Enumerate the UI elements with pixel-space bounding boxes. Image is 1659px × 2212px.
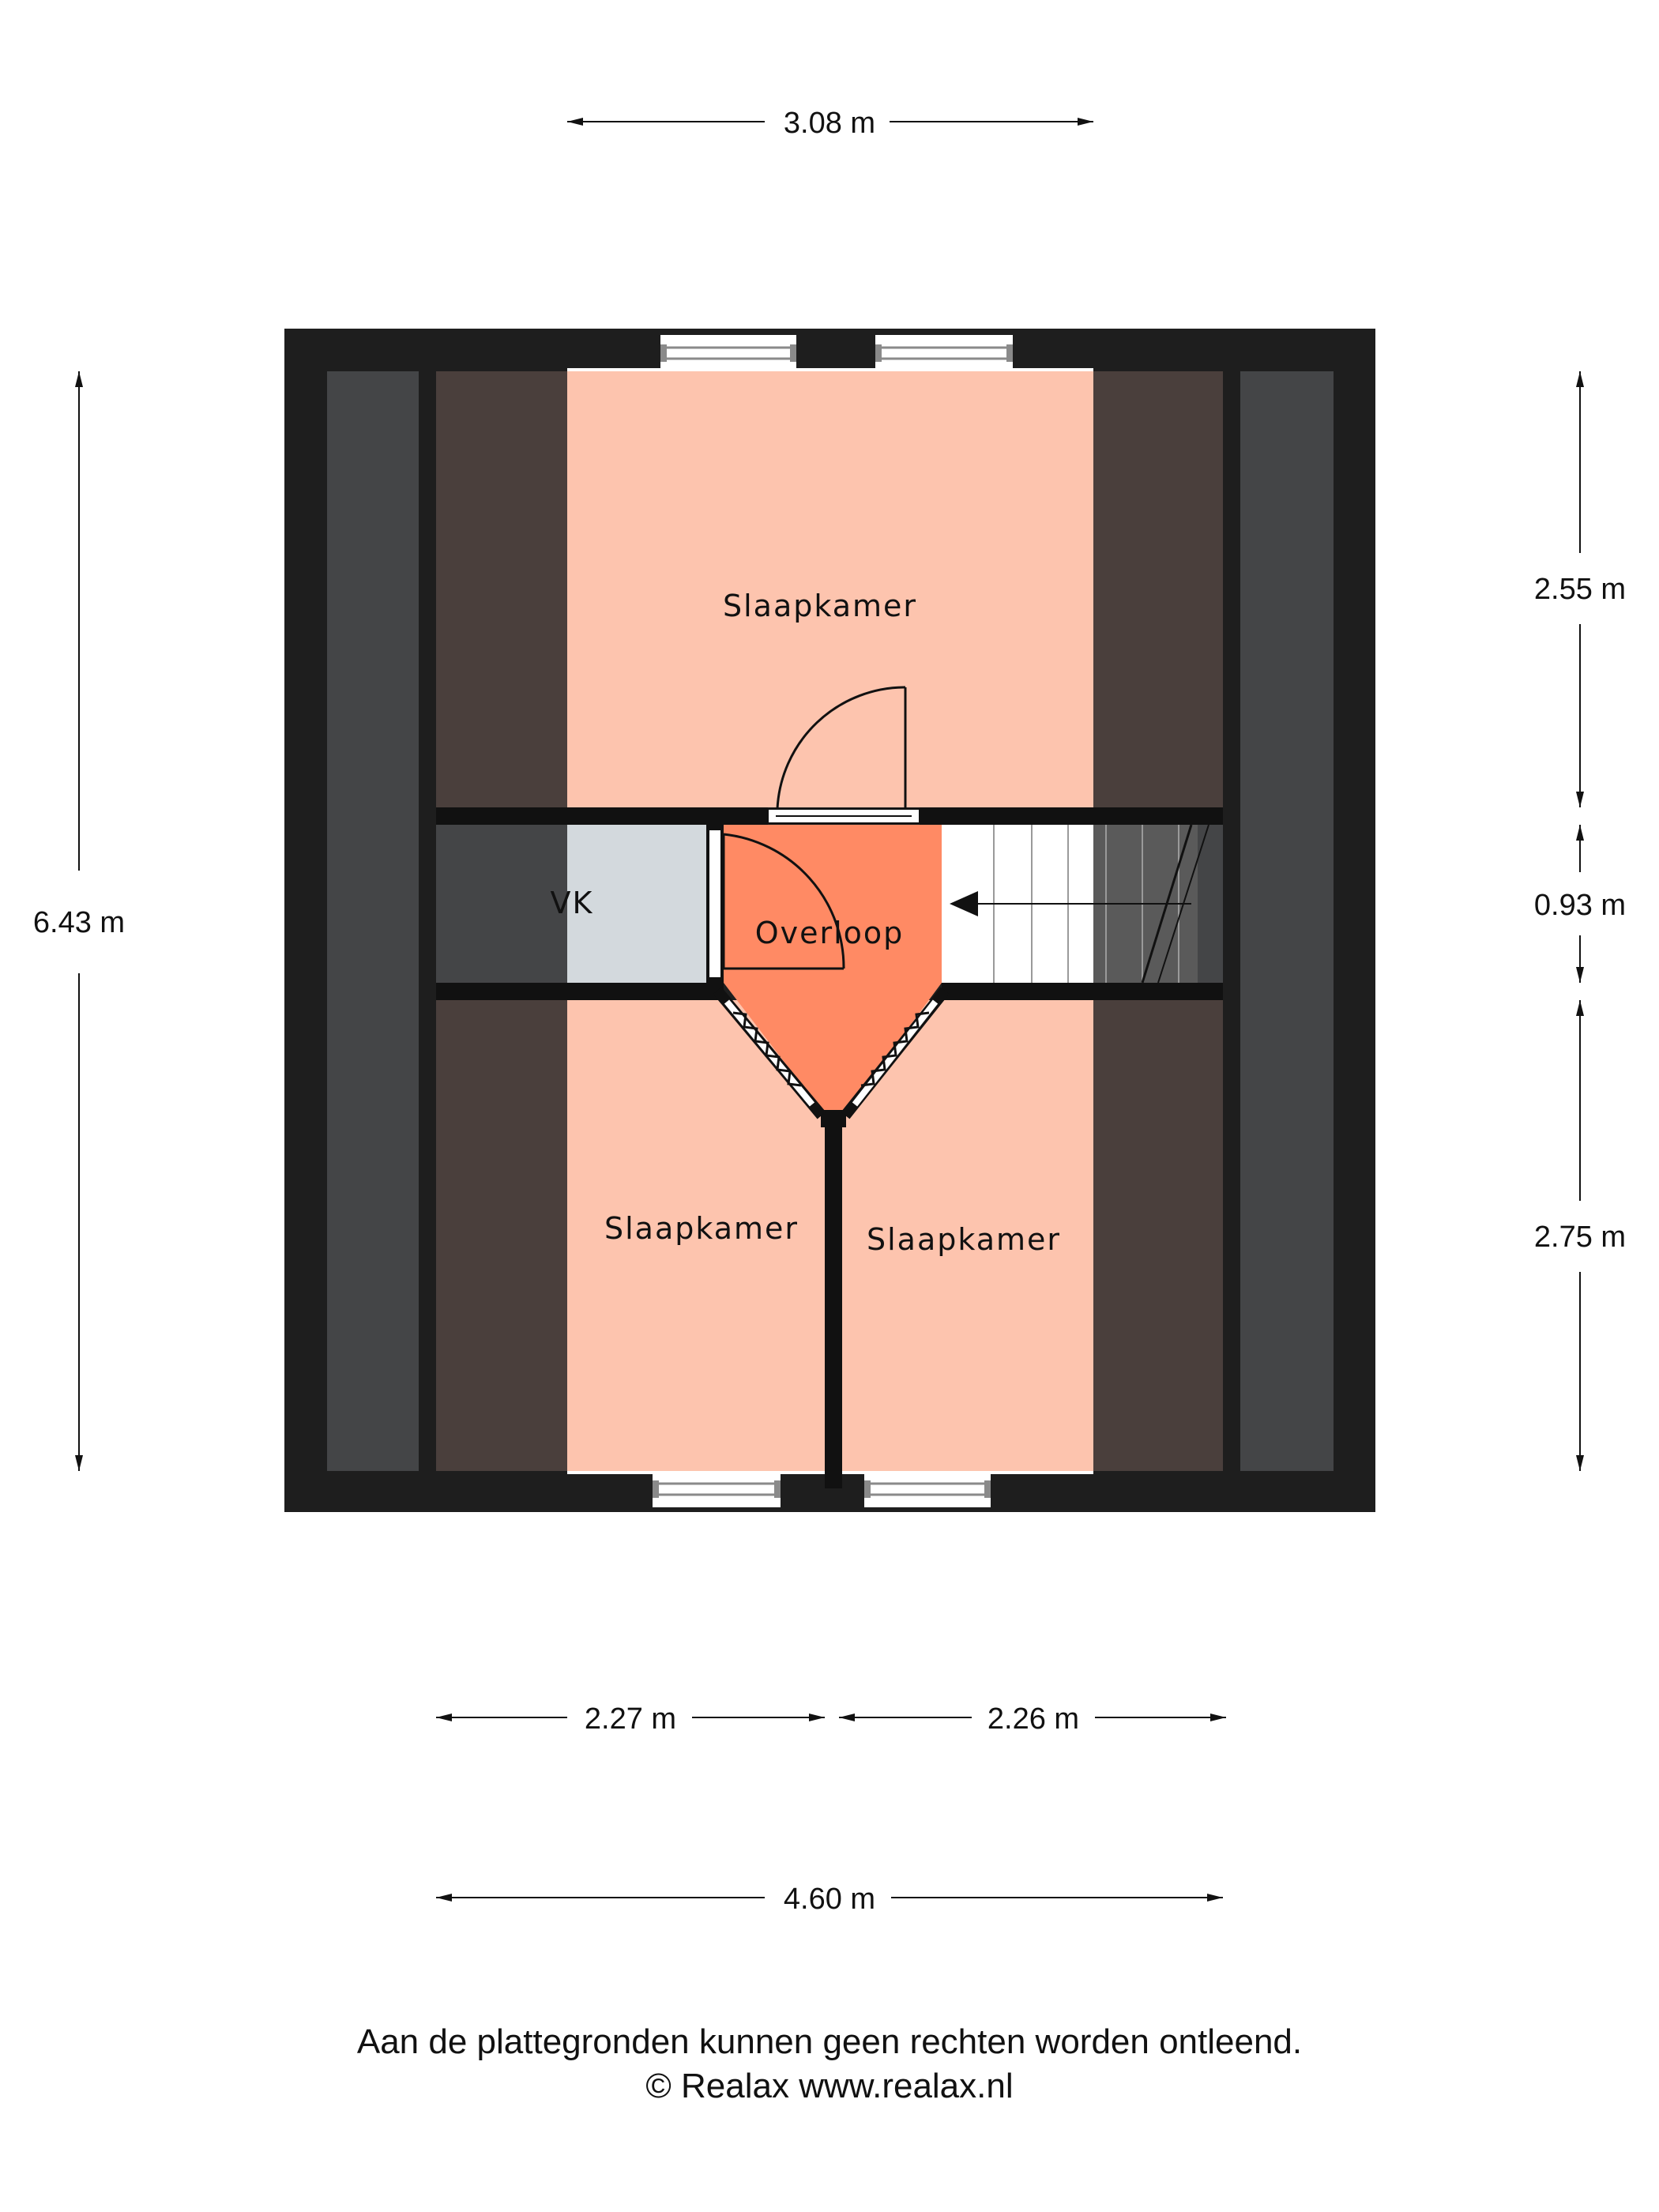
roof-edge-bottom bbox=[567, 1471, 825, 1474]
staircase bbox=[942, 824, 1209, 984]
wall-post bbox=[821, 1110, 846, 1127]
dimension-total-height: 6.43 m bbox=[33, 371, 125, 1471]
label-bottom-left-bedroom: Slaapkamer bbox=[604, 1211, 799, 1246]
dimension-total-width-label: 4.60 m bbox=[784, 1883, 875, 1916]
slope-right-bottom bbox=[1093, 1000, 1223, 1471]
window-top-right bbox=[875, 335, 1013, 371]
room-vk bbox=[567, 825, 706, 983]
label-bottom-right-bedroom: Slaapkamer bbox=[867, 1222, 1061, 1257]
partition-wall bbox=[825, 1117, 842, 1488]
window-bottom-left bbox=[653, 1471, 781, 1507]
footer-copyright: © Realax www.realax.nl bbox=[645, 2067, 1014, 2105]
door-bottom-left bbox=[713, 987, 826, 1119]
knee-wall-left bbox=[327, 371, 419, 1471]
room-bottom-left-bedroom bbox=[567, 1000, 825, 1471]
dimension-right-top: 2.55 m bbox=[1534, 371, 1626, 807]
dimension-right-middle-label: 0.93 m bbox=[1534, 889, 1626, 922]
label-landing: Overloop bbox=[755, 916, 905, 950]
dimension-bottom-left: 2.27 m bbox=[436, 1702, 825, 1736]
room-top-bedroom bbox=[567, 371, 1093, 807]
dimension-right-bottom-label: 2.75 m bbox=[1534, 1221, 1626, 1254]
dimension-right-bottom: 2.75 m bbox=[1534, 1000, 1626, 1471]
knee-wall-right bbox=[1240, 371, 1334, 1471]
window-bottom-right bbox=[864, 1471, 991, 1507]
door-vk bbox=[708, 829, 845, 979]
footer-disclaimer: Aan de plattegronden kunnen geen rechten… bbox=[356, 2022, 1303, 2061]
door-bottom-right bbox=[841, 987, 950, 1119]
dimension-right-middle: 0.93 m bbox=[1534, 825, 1626, 983]
dimension-right-top-label: 2.55 m bbox=[1534, 573, 1626, 606]
dimension-bottom-right-label: 2.26 m bbox=[988, 1702, 1079, 1736]
dimension-top-width: 3.08 m bbox=[567, 107, 1093, 140]
dimension-bottom-right: 2.26 m bbox=[839, 1702, 1226, 1736]
dimension-bottom-left-label: 2.27 m bbox=[585, 1702, 676, 1736]
slope-left-bottom bbox=[436, 1000, 567, 1471]
slope-right-top bbox=[1093, 371, 1223, 807]
room-bottom-right-bedroom bbox=[842, 1000, 1093, 1471]
roof-edge-top bbox=[567, 368, 1093, 371]
roof-edge-bottom-2 bbox=[842, 1471, 1093, 1474]
window-top-left bbox=[660, 335, 796, 371]
dimension-top-width-label: 3.08 m bbox=[784, 107, 875, 140]
door-top-bedroom bbox=[767, 686, 920, 824]
slope-left-top bbox=[436, 371, 567, 807]
label-top-bedroom: Slaapkamer bbox=[723, 589, 917, 623]
label-vk: VK bbox=[551, 886, 594, 920]
dimension-total-height-label: 6.43 m bbox=[33, 906, 125, 939]
dimension-total-width: 4.60 m bbox=[436, 1883, 1223, 1916]
slope-left-middle bbox=[436, 825, 567, 983]
room-landing bbox=[724, 825, 942, 1117]
